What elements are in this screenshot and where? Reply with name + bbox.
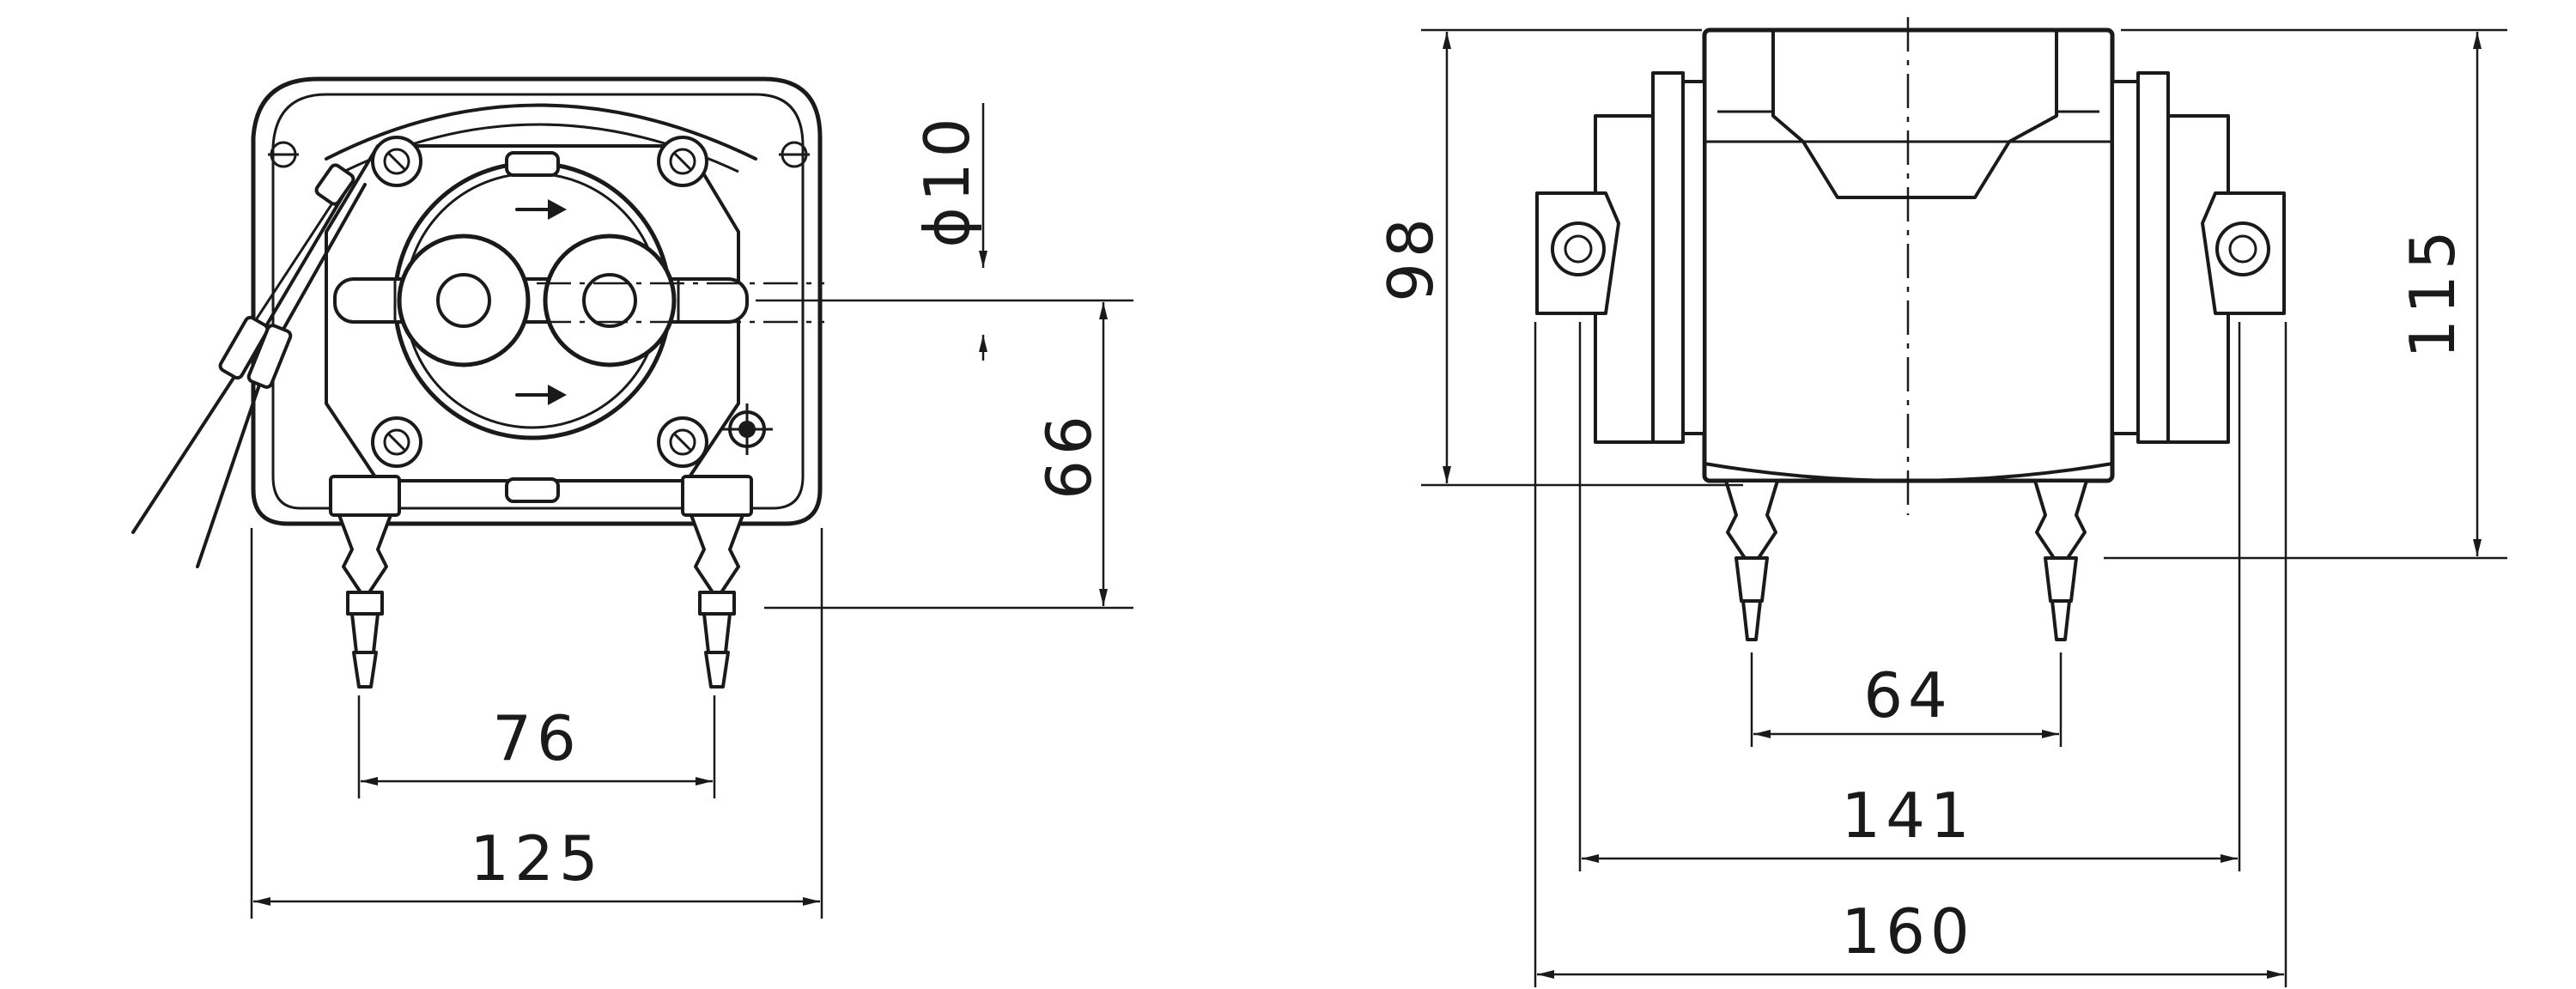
power-cable (131, 163, 367, 568)
flange-right-inner (2111, 80, 2140, 435)
dim-label-98: 98 (1375, 213, 1447, 302)
dim-label-125: 125 (470, 822, 603, 895)
rotor-roller-left-hub (436, 273, 491, 328)
tube-fitting-left (329, 475, 401, 689)
front-housing-outline (251, 76, 823, 526)
flow-arrow-top-icon (515, 199, 567, 220)
mount-screw-right-icon (2215, 221, 2270, 276)
flange-left-mid (1651, 71, 1685, 444)
front-lid-arc (325, 103, 757, 161)
side-fitting-left (1724, 479, 1779, 641)
rotor-roller-right (543, 234, 677, 367)
pump-head-bottom-tab (505, 477, 560, 503)
dim-label-64: 64 (1863, 659, 1953, 731)
tube-fitting-right (681, 475, 753, 689)
front-view: 125 76 66 ϕ10 (131, 76, 1133, 919)
rotor-roller-left (397, 234, 531, 367)
screw-bottom-right-icon (657, 416, 708, 468)
indicator-icon (721, 403, 773, 455)
dim-label-160: 160 (1841, 895, 1974, 968)
flange-left-inner (1681, 80, 1706, 435)
mount-screw-left-icon (1551, 221, 1606, 276)
side-view: 98 115 64 141 160 (1375, 17, 2507, 987)
front-housing-inner-edge (271, 93, 805, 510)
flange-right-mid (2136, 71, 2170, 444)
screw-top-left-icon (371, 136, 422, 187)
side-fitting-right (2033, 479, 2088, 641)
housing-fixing-right-icon (779, 141, 810, 168)
rotor-roller-right-hub (582, 273, 637, 328)
screw-top-right-icon (657, 136, 708, 187)
tube-bar (333, 277, 749, 324)
dim-label-76: 76 (492, 702, 581, 774)
motor-top-recess (1771, 28, 2058, 199)
dim-label-phi10: ϕ10 (911, 112, 983, 247)
housing-fixing-left-icon (268, 141, 299, 168)
screw-bottom-left-icon (371, 416, 422, 468)
flow-arrow-bottom-icon (515, 385, 567, 405)
pump-head-top-tab (505, 151, 560, 177)
dim-label-141: 141 (1841, 780, 1974, 852)
dim-label-115: 115 (2397, 225, 2469, 358)
dim-label-66: 66 (1033, 410, 1105, 500)
